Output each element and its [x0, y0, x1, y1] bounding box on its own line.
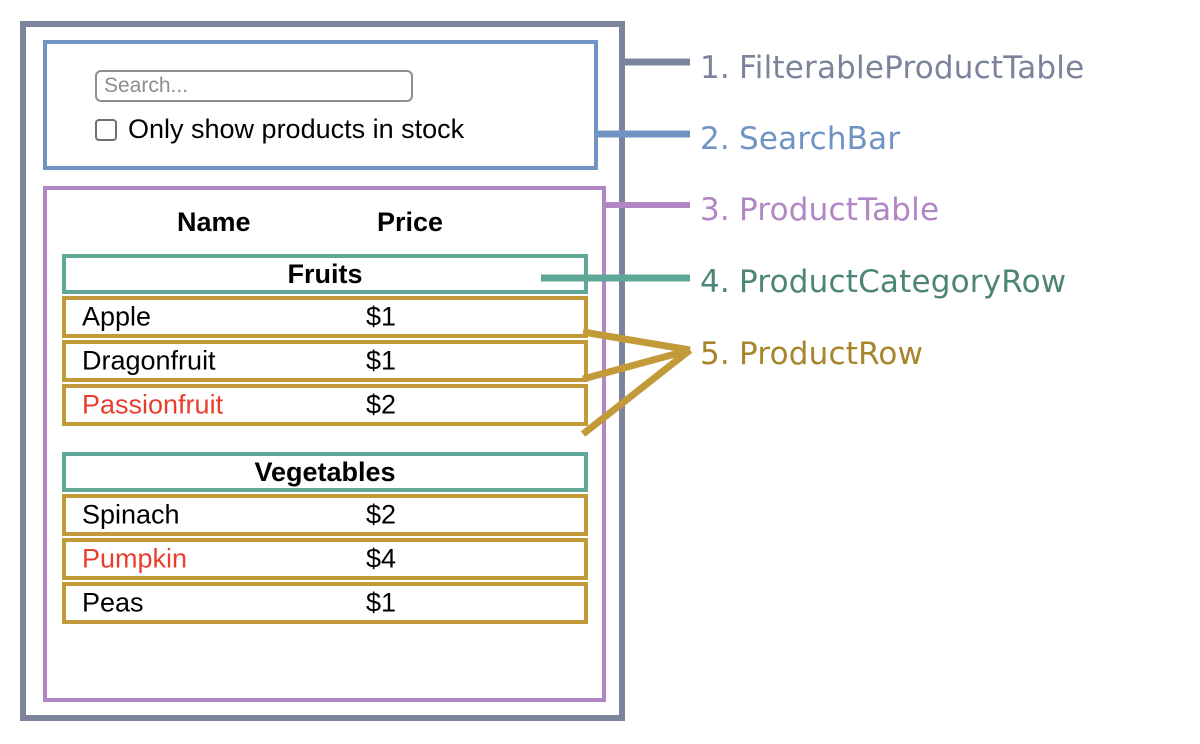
- legend-item-number: 5.: [700, 336, 730, 372]
- in-stock-checkbox[interactable]: [95, 118, 117, 141]
- search-bar-frame: Only show products in stock: [43, 40, 598, 170]
- product-name-cell: Peas: [82, 587, 144, 618]
- category-group-gap: [62, 428, 588, 452]
- search-input[interactable]: [95, 70, 413, 102]
- legend-item-number: 4.: [700, 264, 730, 300]
- product-price-cell: $2: [366, 389, 397, 420]
- product-row: Apple $1: [62, 296, 588, 338]
- product-price-cell: $1: [366, 587, 397, 618]
- legend-item-label: ProductCategoryRow: [738, 264, 1067, 300]
- legend-item-number: 2.: [700, 121, 730, 157]
- product-row: Dragonfruit $1: [62, 340, 588, 382]
- product-name-cell: Dragonfruit: [82, 345, 216, 376]
- product-table-header: Name Price: [47, 200, 602, 244]
- legend-item-label: FilterableProductTable: [738, 50, 1085, 86]
- legend-item-2: 2.SearchBar: [700, 121, 900, 157]
- legend-item-label: ProductRow: [738, 336, 924, 372]
- legend-item-number: 3.: [700, 192, 730, 228]
- product-price-cell: $4: [366, 543, 397, 574]
- legend-item-1: 1.FilterableProductTable: [700, 50, 1084, 86]
- product-price-cell: $2: [366, 499, 397, 530]
- product-row: Pumpkin $4: [62, 538, 588, 580]
- product-price-cell: $1: [366, 301, 397, 332]
- in-stock-checkbox-label: Only show products in stock: [128, 114, 465, 144]
- product-name-cell: Pumpkin: [82, 543, 188, 574]
- legend-item-3: 3.ProductTable: [700, 192, 939, 228]
- product-category-row: Vegetables: [62, 452, 588, 492]
- product-category-row: Fruits: [62, 254, 588, 294]
- in-stock-filter-row[interactable]: Only show products in stock: [95, 116, 464, 143]
- legend-item-label: ProductTable: [738, 192, 940, 228]
- legend-item-4: 4.ProductCategoryRow: [700, 264, 1066, 300]
- product-category-label: Fruits: [287, 258, 363, 289]
- legend-item-number: 1.: [700, 50, 730, 86]
- column-header-price: Price: [377, 206, 444, 237]
- column-header-name: Name: [177, 206, 251, 237]
- product-name-cell: Spinach: [82, 499, 180, 530]
- product-row: Spinach $2: [62, 494, 588, 536]
- product-row: Peas $1: [62, 582, 588, 624]
- product-price-cell: $1: [366, 345, 397, 376]
- product-name-cell: Passionfruit: [82, 389, 224, 420]
- legend-item-5: 5.ProductRow: [700, 336, 923, 372]
- legend-item-label: SearchBar: [738, 121, 901, 157]
- product-name-cell: Apple: [82, 301, 152, 332]
- product-row: Passionfruit $2: [62, 384, 588, 426]
- product-category-label: Vegetables: [254, 456, 396, 487]
